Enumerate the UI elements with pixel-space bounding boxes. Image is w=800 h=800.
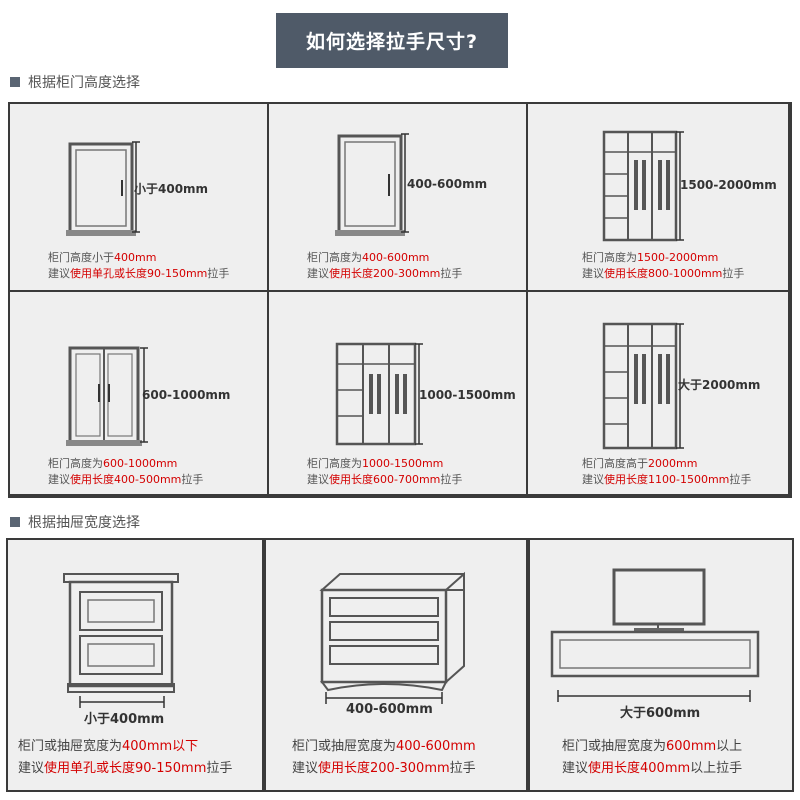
section-heading-door-height: 根据柜门高度选择: [10, 72, 140, 92]
option-card-tall-wardrobe: 大于2000mm 柜门高度高于2000mm 建议使用长度1100-1500mm拉…: [528, 292, 788, 494]
section-heading-label: 根据柜门高度选择: [28, 75, 140, 91]
option-card-tall-door: 1500-2000mm 柜门高度为1500-2000mm 建议使用长度800-1…: [528, 104, 788, 290]
option-card-narrow-drawer: 小于400mm 柜门或抽屉宽度为400mm以下 建议使用单孔或长度90-150m…: [6, 538, 264, 792]
option-description: 柜门或抽屉宽度为600mm以上 建议使用长度400mm以上拉手: [562, 739, 743, 776]
section-heading-drawer-width: 根据抽屉宽度选择: [10, 512, 140, 532]
option-description: 柜门高度为1000-1500mm 建议使用长度600-700mm拉手: [307, 457, 463, 486]
wardrobe-illustration: [602, 130, 684, 242]
medium-cabinet-illustration: [335, 133, 409, 236]
height-dimension-label: 小于400mm: [134, 182, 209, 196]
double-door-cabinet-illustration: [66, 346, 148, 446]
option-description: 柜门高度为1500-2000mm 建议使用长度800-1000mm拉手: [582, 251, 745, 280]
option-description: 柜门高度高于2000mm 建议使用长度1100-1500mm拉手: [582, 457, 752, 486]
option-description: 柜门高度为600-1000mm 建议使用长度400-500mm拉手: [48, 457, 204, 486]
dresser-illustration: [319, 571, 465, 704]
bullet-square-icon: [10, 77, 20, 87]
option-description: 柜门高度小于400mm 建议使用单孔或长度90-150mm拉手: [48, 251, 230, 280]
small-cabinet-illustration: [66, 141, 140, 236]
option-description: 柜门或抽屉宽度为400mm以下 建议使用单孔或长度90-150mm拉手: [18, 739, 233, 776]
tall-wardrobe-illustration: [602, 322, 684, 450]
section-heading-label: 根据抽屉宽度选择: [28, 515, 140, 531]
width-dimension-label: 400-600mm: [346, 702, 433, 717]
option-card-medium-door: 400-600mm 柜门高度为400-600mm 建议使用长度200-300mm…: [269, 104, 526, 290]
page-title: 如何选择拉手尺寸?: [276, 13, 508, 68]
height-dimension-label: 600-1000mm: [142, 388, 231, 402]
door-height-grid: 小于400mm 柜门高度小于400mm 建议使用单孔或长度90-150mm拉手 …: [8, 102, 792, 498]
height-dimension-label: 1000-1500mm: [419, 388, 516, 402]
three-door-wardrobe-illustration: [335, 342, 423, 446]
option-card-small-door: 小于400mm 柜门高度小于400mm 建议使用单孔或长度90-150mm拉手: [10, 104, 267, 290]
nightstand-illustration: [63, 573, 179, 708]
height-dimension-label: 1500-2000mm: [680, 178, 777, 192]
option-card-wide-drawer: 大于600mm 柜门或抽屉宽度为600mm以上 建议使用长度400mm以上拉手: [528, 538, 794, 792]
tv-cabinet-illustration: [550, 568, 760, 702]
option-card-double-door: 600-1000mm 柜门高度为600-1000mm 建议使用长度400-500…: [10, 292, 267, 494]
option-description: 柜门或抽屉宽度为400-600mm 建议使用长度200-300mm拉手: [292, 739, 476, 776]
bullet-square-icon: [10, 517, 20, 527]
height-dimension-label: 大于2000mm: [678, 378, 761, 392]
option-card-medium-drawer: 400-600mm 柜门或抽屉宽度为400-600mm 建议使用长度200-30…: [264, 538, 528, 792]
width-dimension-label: 大于600mm: [620, 706, 701, 721]
height-dimension-label: 400-600mm: [407, 177, 488, 191]
option-card-wardrobe-medium: 1000-1500mm 柜门高度为1000-1500mm 建议使用长度600-7…: [269, 292, 526, 494]
option-description: 柜门高度为400-600mm 建议使用长度200-300mm拉手: [307, 251, 463, 280]
width-dimension-label: 小于400mm: [84, 712, 165, 727]
